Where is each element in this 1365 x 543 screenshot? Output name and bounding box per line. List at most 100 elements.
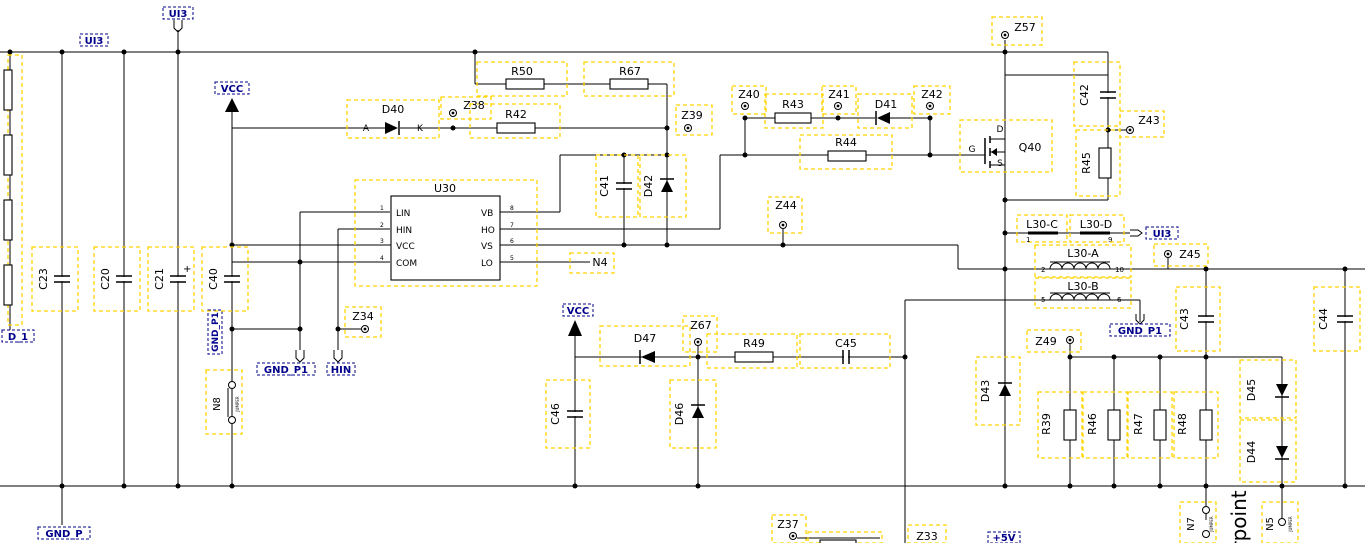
mosfet-pin-g: G [969, 145, 976, 155]
inductor-l30c[interactable]: L30-C 1 9 [1016, 214, 1112, 244]
test-point-z33[interactable]: Z33 [907, 524, 947, 543]
resistor-r67[interactable]: R67 [583, 61, 675, 97]
diode-d41[interactable]: D41 [857, 93, 913, 129]
jumper-n5[interactable]: N5 JUMPER [1261, 501, 1299, 543]
port-plus5v-label: +5V [992, 533, 1015, 543]
ic-pin-num-6: 6 [510, 238, 514, 245]
jumper-n8[interactable]: N8 JUMPER [205, 369, 243, 435]
inductor-l30c-label: L30-C [1026, 218, 1058, 231]
resistor-r45[interactable]: R45 [1075, 129, 1121, 197]
test-point-z37[interactable]: Z37 [771, 514, 880, 543]
diode-d46[interactable]: D46 [669, 379, 717, 449]
capacitor-c45[interactable]: C45 [799, 333, 891, 369]
ic-pin-vs: VS [481, 242, 493, 252]
port-d-left[interactable]: D_1 [1, 329, 35, 343]
junction-dot [1002, 266, 1008, 272]
diode-d40-cathode: K [417, 124, 424, 134]
ic-u30[interactable]: U30 LIN HIN VCC COM 1 2 3 4 VB HO VS LO … [354, 179, 538, 287]
inductor-l30a-label: L30-A [1067, 247, 1099, 260]
inductor-l30b[interactable]: L30-B 5 6 [1034, 277, 1132, 309]
junction-dot [742, 152, 748, 158]
junction-dot [1067, 354, 1073, 360]
test-point-z49[interactable]: Z49 [1026, 329, 1082, 353]
test-point-z57[interactable]: Z57 [991, 16, 1043, 46]
inductor-l30a[interactable]: L30-A 2 10 [1034, 244, 1132, 278]
resistor-r48[interactable]: R48 [1173, 391, 1219, 459]
port-hin[interactable]: HIN [326, 350, 356, 376]
capacitor-c43-label: C43 [1178, 308, 1191, 330]
port-hin-label: HIN [331, 365, 351, 376]
capacitor-c46[interactable]: C46 [545, 379, 591, 449]
resistor-r49[interactable]: R49 [706, 333, 798, 369]
diode-d40-anode: A [363, 124, 370, 134]
port-gnd-p1-vert[interactable]: GND_P1 [207, 309, 223, 355]
capacitor-c42[interactable]: C42 [1073, 61, 1121, 127]
port-vcc-2[interactable]: VCC [562, 303, 594, 336]
ic-pin-vb: VB [481, 209, 493, 219]
resistor-r39[interactable]: R39 [1037, 391, 1083, 459]
junction-dot [1342, 266, 1348, 272]
port-gnd-p1-right[interactable]: GND_P1 [1109, 314, 1171, 337]
test-point-z43[interactable]: Z43 [1119, 110, 1165, 138]
test-point-z34[interactable]: Z34 [344, 306, 382, 338]
capacitor-c40[interactable]: C40 [201, 246, 249, 312]
resistor-r50[interactable]: R50 [476, 61, 568, 97]
resistor-r43[interactable]: R43 [764, 93, 824, 129]
resistor-r46-label: R46 [1086, 413, 1099, 435]
test-point-z67[interactable]: Z67 [682, 315, 718, 353]
junction-dot [1111, 354, 1117, 360]
inductor-l30d[interactable]: L30-D [1069, 214, 1125, 243]
ic-pin-num-8: 8 [510, 205, 514, 212]
capacitor-c43[interactable]: C43 [1175, 286, 1221, 352]
capacitor-c41[interactable]: C41 [595, 154, 639, 218]
junction-dot [229, 242, 235, 248]
junction-dots [7, 49, 1348, 489]
junction-dot [175, 49, 181, 55]
capacitor-c42-label: C42 [1078, 84, 1091, 106]
capacitor-c21[interactable]: + C21 [147, 246, 195, 312]
junction-dot [1157, 483, 1163, 489]
net-label-n4[interactable]: N4 [569, 252, 615, 274]
test-point-z40[interactable]: Z40 [731, 85, 767, 115]
junction-dot [229, 326, 235, 332]
port-ui3-right[interactable]: UI3 [1130, 226, 1179, 240]
junction-dot [229, 483, 235, 489]
diode-d40[interactable]: D40 A K [346, 99, 440, 139]
diode-d45[interactable]: D45 [1239, 359, 1297, 419]
capacitor-c46-label: C46 [549, 403, 562, 425]
test-point-z37-label: Z37 [777, 518, 799, 531]
resistor-r46[interactable]: R46 [1082, 391, 1128, 459]
test-point-z45[interactable]: Z45 [1153, 243, 1209, 267]
port-gnd-p[interactable]: GND_P [37, 526, 91, 540]
resistor-r44[interactable]: R44 [799, 134, 893, 170]
resistor-r42[interactable]: R42 [469, 103, 561, 139]
port-gnd-p1-bottom[interactable]: GND_P1 [256, 350, 316, 376]
junction-dot [335, 326, 341, 332]
jumper-n7[interactable]: N7 JUMPER [1179, 501, 1217, 543]
junction-dot [7, 49, 13, 55]
junction-dot [664, 152, 670, 158]
port-ui3-right-label: UI3 [1153, 229, 1172, 240]
port-ui3-left[interactable]: UI3 [79, 33, 109, 47]
test-point-z41[interactable]: Z41 [821, 85, 857, 115]
ic-pin-hin: HIN [396, 226, 412, 236]
port-ui3-top[interactable]: UI3 [162, 6, 194, 33]
capacitor-c44[interactable]: C44 [1313, 286, 1361, 352]
test-point-z44[interactable]: Z44 [767, 196, 803, 245]
diode-d47[interactable]: D47 [599, 325, 691, 367]
port-gnd-p1-vert-label: GND_P1 [211, 312, 221, 352]
capacitor-c20[interactable]: C20 [93, 246, 141, 312]
diode-d42[interactable]: D42 [639, 154, 687, 218]
resistor-r47[interactable]: R47 [1127, 391, 1173, 459]
mosfet-q40-label: Q40 [1019, 141, 1042, 154]
capacitor-c23[interactable]: C23 [31, 246, 79, 312]
mosfet-pin-s: S [997, 159, 1003, 169]
test-point-z42[interactable]: Z42 [913, 85, 951, 115]
diode-d43[interactable]: D43 [975, 356, 1021, 426]
test-point-z38[interactable]: Z38 [440, 96, 492, 120]
port-plus5v[interactable]: +5V [987, 531, 1021, 543]
diode-d44[interactable]: D44 [1239, 419, 1297, 483]
mosfet-q40[interactable]: Q40 D G S [959, 119, 1053, 173]
test-point-z39[interactable]: Z39 [675, 104, 713, 136]
port-vcc-1[interactable]: VCC [214, 81, 250, 112]
